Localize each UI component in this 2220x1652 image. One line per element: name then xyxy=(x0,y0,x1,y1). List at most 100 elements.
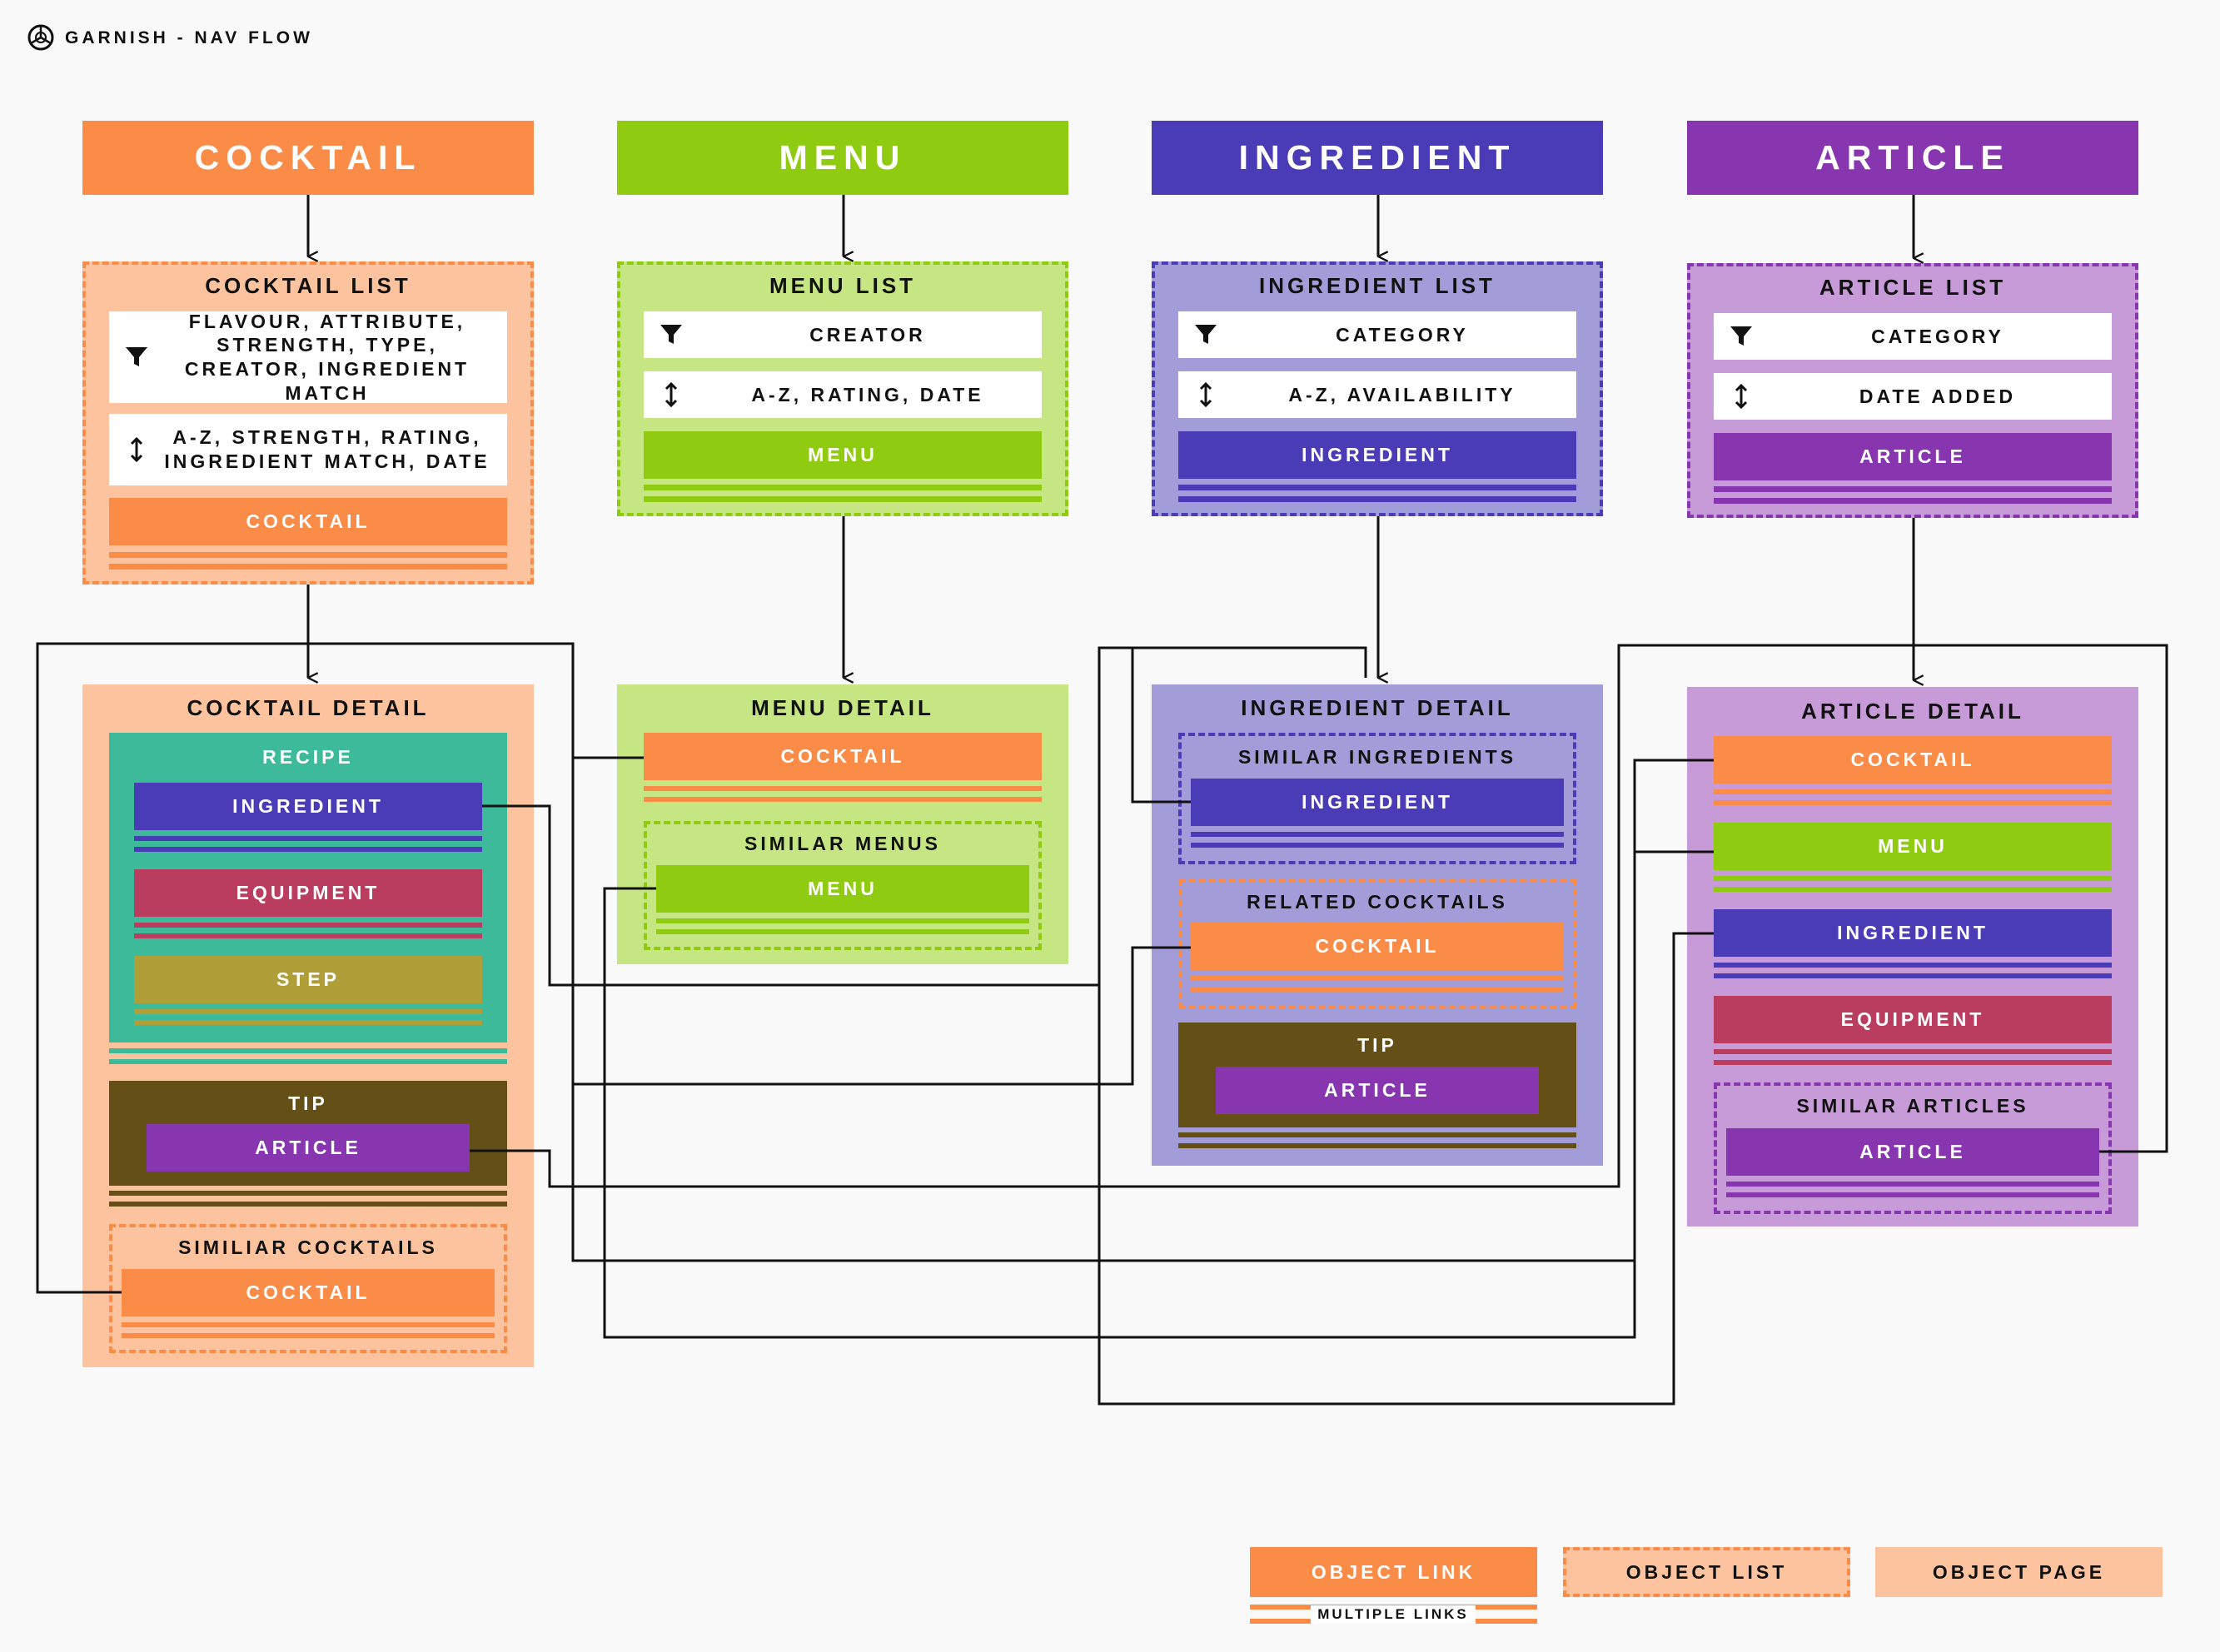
header-menu[interactable]: MENU xyxy=(617,121,1068,195)
ingredient-list-link[interactable]: INGREDIENT xyxy=(1178,431,1576,479)
multi-link-stripe xyxy=(1714,800,2112,805)
sort-icon xyxy=(1729,383,1754,410)
cocktail-list-link[interactable]: COCKTAIL xyxy=(109,498,507,545)
recipe-title: RECIPE xyxy=(262,745,354,768)
recipe-equipment-link[interactable]: EQUIPMENT xyxy=(134,869,482,917)
menu-detail-cocktail-link[interactable]: COCKTAIL xyxy=(644,733,1042,780)
multi-link-stripe xyxy=(134,847,482,852)
similar-menu-link[interactable]: MENU xyxy=(656,865,1029,913)
multi-link-stripe xyxy=(109,1202,507,1207)
multi-link-stripe xyxy=(1714,1049,2112,1054)
multi-link-stripe xyxy=(1726,1182,2099,1187)
multi-link-stripe xyxy=(1714,963,2112,968)
related-cocktail-link[interactable]: COCKTAIL xyxy=(1191,923,1564,970)
header-cocktail[interactable]: COCKTAIL xyxy=(82,121,534,195)
multi-link-stripe xyxy=(122,1333,495,1338)
filter-icon xyxy=(1729,324,1754,349)
ingredient-list-title: INGREDIENT LIST xyxy=(1259,272,1496,298)
recipe-step: STEP xyxy=(134,956,482,1003)
legend-object-list: OBJECT LIST xyxy=(1563,1547,1850,1597)
sort-icon xyxy=(1193,381,1218,408)
article-list-title: ARTICLE LIST xyxy=(1819,274,2007,300)
similar-ingredient-link[interactable]: INGREDIENT xyxy=(1191,779,1564,826)
multi-link-stripe xyxy=(1714,876,2112,881)
header-ingredient[interactable]: INGREDIENT xyxy=(1152,121,1603,195)
article-list-link[interactable]: ARTICLE xyxy=(1714,433,2112,480)
menu-list-title: MENU LIST xyxy=(769,272,917,298)
similar-menus-title: SIMILAR MENUS xyxy=(744,832,941,854)
tip-article-link[interactable]: ARTICLE xyxy=(147,1124,470,1172)
similar-cocktail-link[interactable]: COCKTAIL xyxy=(122,1269,495,1316)
legend-multiple-links: MULTIPLE LINKS xyxy=(1311,1605,1476,1624)
multi-link-stripe xyxy=(109,1048,507,1053)
cocktail-sort[interactable]: A-Z, STRENGTH, RATING, INGREDIENT MATCH,… xyxy=(109,414,507,485)
ingredient-sort-label: A-Z, AVAILABILITY xyxy=(1288,383,1516,406)
multi-link-stripe xyxy=(109,1059,507,1064)
multi-link-stripe xyxy=(656,929,1029,934)
article-filter-label: CATEGORY xyxy=(1871,325,2004,347)
similar-articles-title: SIMILAR ARTICLES xyxy=(1796,1094,2029,1117)
ingredient-tip-article-link[interactable]: ARTICLE xyxy=(1216,1067,1539,1114)
multi-link-stripe xyxy=(109,564,507,570)
multi-link-stripe xyxy=(656,918,1029,923)
menu-detail-title: MENU DETAIL xyxy=(751,694,934,720)
ingredient-filter[interactable]: CATEGORY xyxy=(1178,311,1576,358)
similar-ingredients-title: SIMILAR INGREDIENTS xyxy=(1237,745,1517,768)
similar-cocktails-title: SIMILIAR COCKTAILS xyxy=(178,1236,438,1258)
ingredient-filter-label: CATEGORY xyxy=(1336,323,1469,346)
filter-icon xyxy=(1193,322,1218,347)
multi-link-stripe xyxy=(644,496,1042,502)
article-detail-equipment-link[interactable]: EQUIPMENT xyxy=(1714,996,2112,1043)
multi-link-stripe xyxy=(122,1322,495,1327)
tip-title: TIP xyxy=(288,1092,328,1114)
multi-link-stripe xyxy=(134,1020,482,1025)
multi-link-stripe xyxy=(134,923,482,928)
multi-link-stripe xyxy=(1191,987,1564,992)
ingredient-detail-title: INGREDIENT DETAIL xyxy=(1241,694,1514,720)
multi-link-stripe xyxy=(134,1009,482,1014)
article-detail-menu-link[interactable]: MENU xyxy=(1714,823,2112,870)
header-article[interactable]: ARTICLE xyxy=(1687,121,2138,195)
multi-link-stripe xyxy=(1714,789,2112,794)
cocktail-filter-label: FLAVOUR, ATTRIBUTE, STRENGTH, TYPE, CREA… xyxy=(184,310,470,404)
article-sort-label: DATE ADDED xyxy=(1859,385,2017,407)
article-detail-ingredient-link[interactable]: INGREDIENT xyxy=(1714,909,2112,957)
multi-link-stripe xyxy=(1178,496,1576,502)
multi-link-stripe xyxy=(1178,1132,1576,1137)
multi-link-stripe xyxy=(644,797,1042,802)
article-filter[interactable]: CATEGORY xyxy=(1714,313,2112,360)
article-detail-cocktail-link[interactable]: COCKTAIL xyxy=(1714,736,2112,784)
menu-filter[interactable]: CREATOR xyxy=(644,311,1042,358)
filter-icon xyxy=(659,322,684,347)
article-detail-title: ARTICLE DETAIL xyxy=(1801,698,2024,724)
similar-article-link[interactable]: ARTICLE xyxy=(1726,1128,2099,1176)
recipe-ingredient-link[interactable]: INGREDIENT xyxy=(134,783,482,830)
cocktail-sort-label: A-Z, STRENGTH, RATING, INGREDIENT MATCH,… xyxy=(164,426,490,472)
multi-link-stripe xyxy=(1714,973,2112,978)
cocktail-filter[interactable]: FLAVOUR, ATTRIBUTE, STRENGTH, TYPE, CREA… xyxy=(109,310,507,404)
multi-link-stripe xyxy=(1714,498,2112,504)
multi-link-stripe xyxy=(109,1191,507,1196)
legend-object-link: OBJECT LINK xyxy=(1250,1547,1537,1597)
cocktail-detail-title: COCKTAIL DETAIL xyxy=(187,694,430,720)
multi-link-stripe xyxy=(134,933,482,938)
multi-link-stripe xyxy=(1714,1060,2112,1065)
garnish-logo-icon xyxy=(27,23,55,52)
menu-sort[interactable]: A-Z, RATING, DATE xyxy=(644,371,1042,418)
ingredient-sort[interactable]: A-Z, AVAILABILITY xyxy=(1178,371,1576,418)
menu-list-link[interactable]: MENU xyxy=(644,431,1042,479)
multi-link-stripe xyxy=(134,836,482,841)
multi-link-stripe xyxy=(644,485,1042,490)
multi-link-stripe xyxy=(1191,976,1564,981)
multi-link-stripe xyxy=(1714,486,2112,492)
article-sort[interactable]: DATE ADDED xyxy=(1714,373,2112,420)
legend-object-page: OBJECT PAGE xyxy=(1875,1547,2163,1597)
ingredient-tip-title: TIP xyxy=(1357,1033,1397,1056)
page-title: GARNISH - NAV FLOW xyxy=(65,28,313,47)
multi-link-stripe xyxy=(644,786,1042,791)
multi-link-stripe xyxy=(1726,1192,2099,1197)
multi-link-stripe xyxy=(1178,485,1576,490)
multi-link-stripe xyxy=(1714,887,2112,892)
filter-icon xyxy=(124,345,149,370)
cocktail-list-title: COCKTAIL LIST xyxy=(205,272,411,298)
